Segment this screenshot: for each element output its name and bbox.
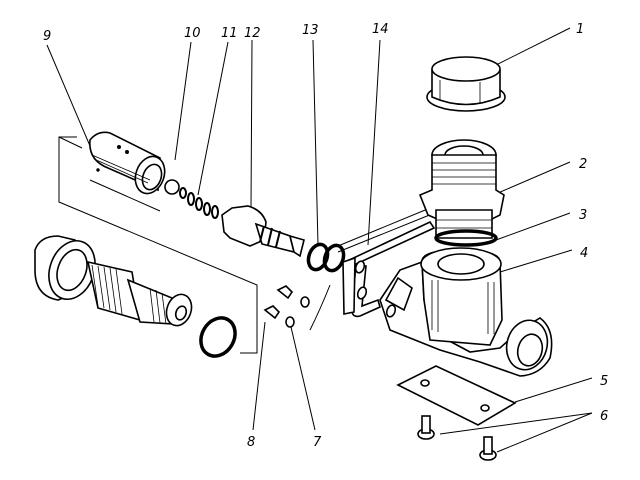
leader-6a — [439, 412, 593, 435]
callout-label-5: 5 — [600, 374, 608, 389]
callout-label-7: 7 — [313, 435, 322, 450]
callout-label-3: 3 — [579, 208, 587, 223]
part-1-cap — [426, 56, 506, 112]
part-5-mounting-plate — [396, 365, 517, 426]
part-9-sleeve — [89, 131, 166, 195]
section-plane-outline — [58, 136, 258, 354]
part-14-bracket — [342, 220, 436, 318]
leader-3 — [495, 212, 571, 241]
callout-label-9: 9 — [43, 29, 51, 44]
threaded-union-assembly — [34, 235, 193, 327]
leader-4 — [499, 249, 573, 273]
section-plane-top — [58, 136, 83, 149]
part-4-valve-body — [379, 247, 553, 377]
callout-label-12: 12 — [244, 26, 261, 41]
leader-14 — [367, 39, 381, 246]
leader-6b — [496, 412, 593, 453]
large-o-ring — [199, 316, 237, 358]
part-10-ball — [164, 179, 180, 195]
leader-10 — [174, 41, 192, 161]
callout-label-10: 10 — [184, 26, 201, 41]
axis-line-bracket-2 — [337, 213, 433, 253]
section-plane-upper-edge — [89, 179, 161, 212]
part-8-bolts — [263, 285, 294, 320]
callout-label-13: 13 — [302, 23, 319, 38]
part-3-sealing-ring — [434, 229, 498, 247]
callout-label-1: 1 — [576, 22, 584, 37]
leader-12 — [250, 39, 253, 211]
part-11-spring — [179, 187, 219, 219]
callout-label-14: 14 — [372, 22, 389, 37]
leader-2 — [497, 161, 571, 194]
callout-label-8: 8 — [247, 435, 255, 450]
callout-label-2: 2 — [579, 157, 587, 172]
axis-arc-bolts — [309, 284, 331, 331]
leader-9 — [46, 44, 94, 154]
leader-13 — [312, 39, 319, 246]
callout-label-11: 11 — [221, 26, 238, 41]
leader-8 — [252, 321, 266, 431]
part-12-valve-plug — [221, 205, 305, 258]
part-6-screws — [417, 415, 497, 461]
part-7-washers — [285, 296, 310, 328]
part-13-o-rings — [306, 242, 346, 273]
leader-5 — [514, 377, 593, 403]
part-2-threaded-fitting — [418, 139, 505, 239]
axis-line-bracket — [337, 207, 431, 247]
leader-lines — [46, 27, 593, 453]
callout-label-4: 4 — [580, 246, 588, 261]
leader-7 — [290, 326, 316, 431]
leader-1 — [489, 27, 571, 69]
callout-label-6: 6 — [600, 409, 608, 424]
leader-11 — [197, 41, 229, 196]
